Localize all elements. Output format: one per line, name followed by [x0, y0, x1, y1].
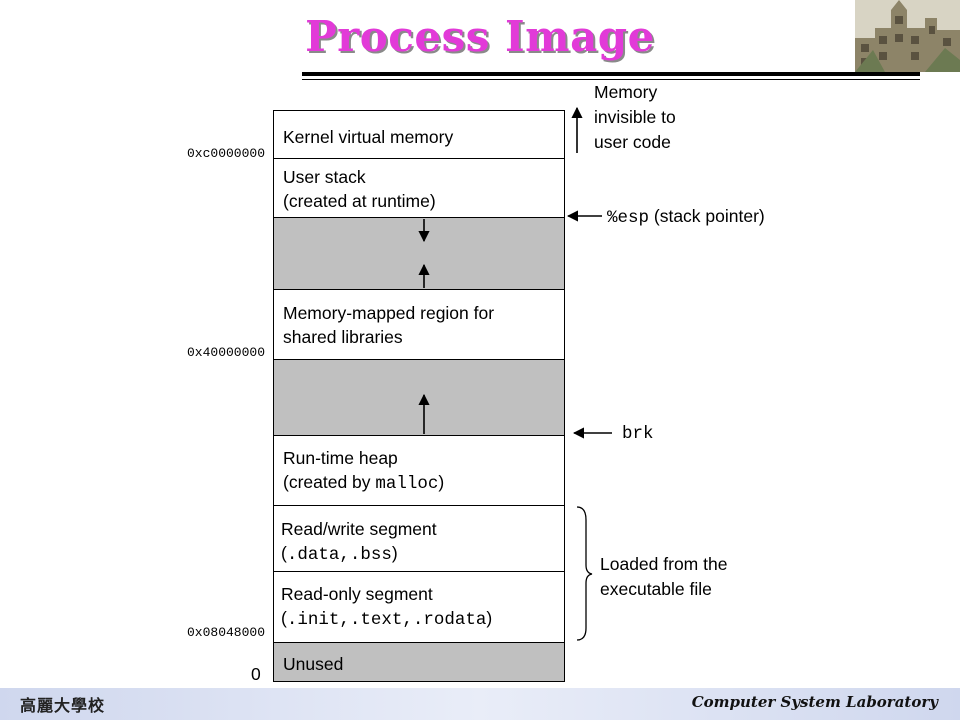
footer-bar — [0, 688, 960, 720]
user-stack-sublabel: (created at runtime) — [283, 191, 436, 211]
address-text-base: 0x08048000 — [186, 625, 265, 640]
mmap-label: Memory-mapped region for — [283, 303, 495, 323]
rw-sublabel: (.data,.bss) — [281, 543, 398, 565]
read-only-segment: Read-only segment (.init,.text,.rodata) — [273, 571, 565, 643]
brk-label: brk — [622, 424, 654, 444]
rw-sections-code: .data,.bss — [286, 545, 392, 565]
malloc-code: malloc — [375, 474, 439, 494]
ro-sublabel: (.init,.text,.rodata) — [281, 608, 493, 630]
loaded-brace — [576, 506, 593, 641]
ro-sections-code: .init,.text,.rodata — [286, 610, 487, 630]
rw-label: Read/write segment — [281, 519, 437, 539]
user-stack-segment: User stack (created at runtime) — [273, 158, 565, 218]
unused-label: Unused — [283, 654, 344, 674]
address-kernel-base: 0xc0000000 — [186, 146, 265, 161]
university-name: 高麗大學校 — [20, 698, 106, 715]
esp-note: %esp (stack pointer) — [607, 206, 765, 228]
address-zero: 0 — [251, 664, 261, 684]
university-building-image — [855, 0, 960, 72]
address-mmap-base: 0x40000000 — [186, 345, 265, 360]
mmap-sublabel: shared libraries — [283, 327, 403, 347]
memory-invisible-note: Memory invisible to user code — [594, 82, 676, 152]
lab-name: Computer System Laboratory — [691, 693, 938, 711]
stack-free-gap — [273, 217, 565, 290]
heap-label: Run-time heap — [283, 448, 398, 468]
ro-label: Read-only segment — [281, 584, 433, 604]
run-time-heap-segment: Run-time heap (created by malloc) — [273, 435, 565, 506]
memory-mapped-region-segment: Memory-mapped region for shared librarie… — [273, 289, 565, 360]
page-title: Process Image — [305, 12, 655, 61]
esp-code: %esp — [607, 208, 650, 228]
loaded-from-executable-note: Loaded from the executable file — [600, 554, 728, 599]
title-rule-thin — [302, 79, 920, 80]
kernel-label: Kernel virtual memory — [283, 127, 454, 147]
heap-sublabel: (created by malloc) — [283, 472, 445, 494]
unused-segment: Unused — [273, 642, 565, 682]
title-rule — [302, 72, 920, 76]
user-stack-label: User stack — [283, 167, 366, 187]
read-write-segment: Read/write segment (.data,.bss) — [273, 505, 565, 572]
